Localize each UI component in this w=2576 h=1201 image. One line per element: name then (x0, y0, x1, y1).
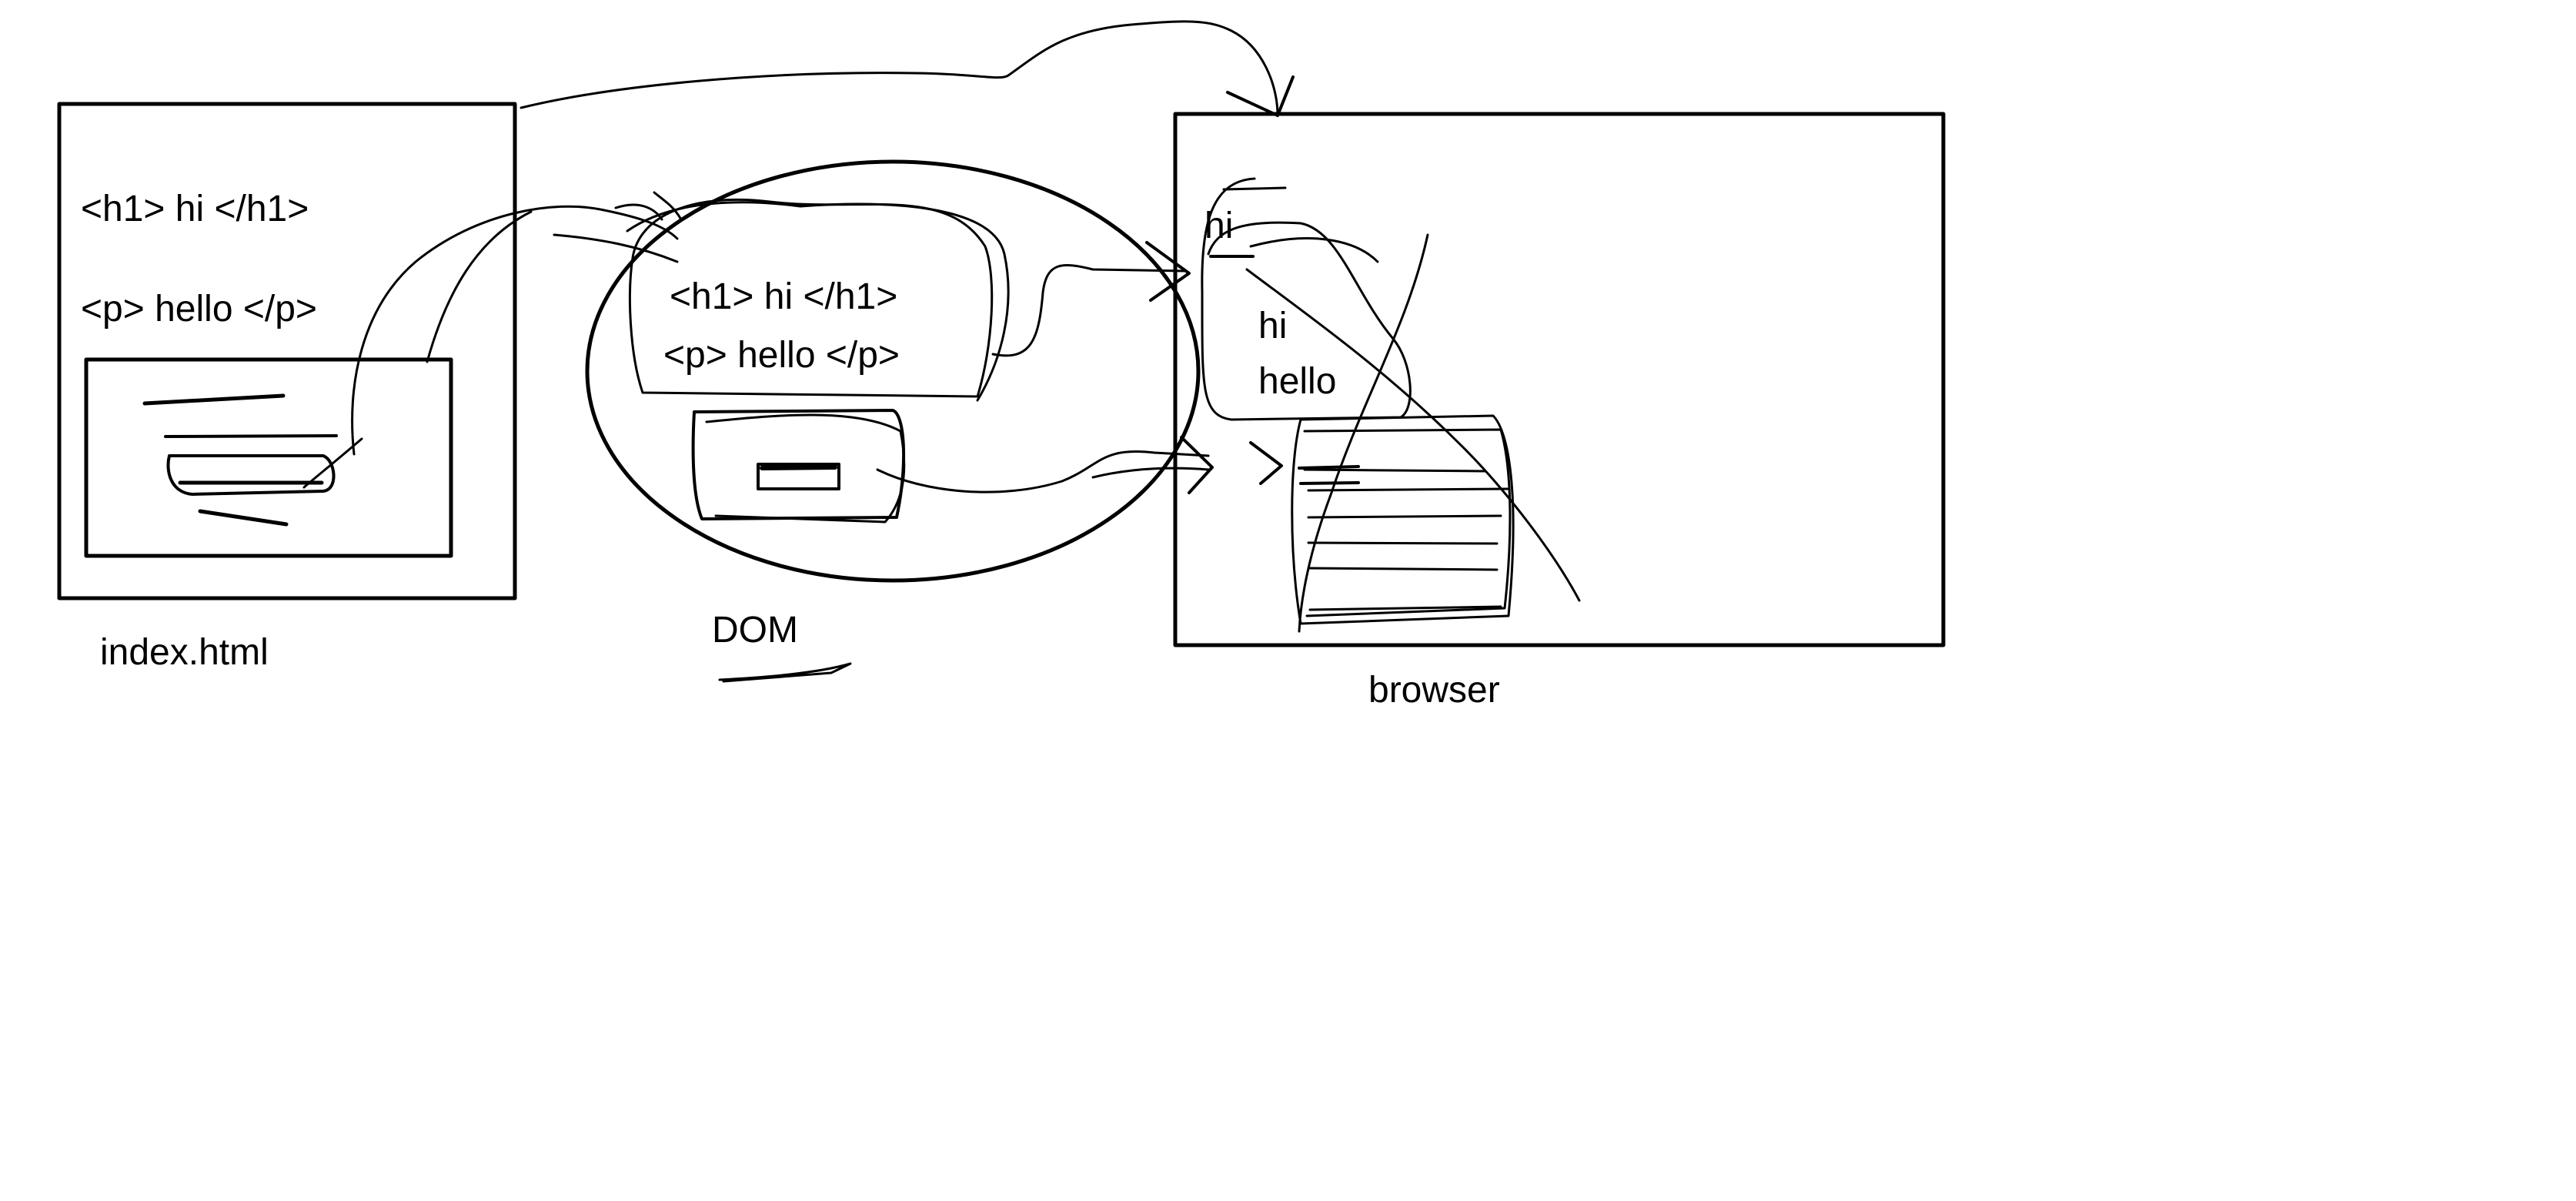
index-h1-code: <h1> hi </h1> (81, 189, 309, 229)
browser-rendered-paragraph: hello (1258, 361, 1337, 402)
arrow-dom-image-to-browser (876, 450, 1210, 493)
arrow-index-to-browser (520, 20, 1279, 117)
browser-rendered-heading: hi (1258, 306, 1288, 346)
dom-caption: DOM (712, 610, 798, 651)
index-html-caption: index.html (100, 632, 269, 673)
dom-h1-code: <h1> hi </h1> (670, 276, 898, 317)
browser-caption: browser (1368, 670, 1500, 711)
browser-window (1173, 112, 1946, 647)
rendered-text-scribble (1201, 177, 1412, 421)
arrow-image-to-dom (351, 205, 679, 456)
dom-p-code: <p> hello </p> (663, 335, 900, 376)
arrow-dom-text-to-browser (991, 264, 1187, 357)
dom-circle (585, 159, 1201, 583)
index-p-code: <p> hello </p> (81, 289, 317, 330)
browser-rendered-h1: hi (1204, 206, 1234, 246)
connector-arrows (302, 20, 1295, 683)
dom-text-region (629, 198, 994, 398)
embedded-image-block (84, 357, 453, 558)
rendered-image-scribble (1291, 414, 1515, 625)
dom-underline (718, 662, 852, 683)
index-html-box (57, 102, 517, 600)
dom-image-node (691, 409, 906, 524)
strike-through-lines (1245, 233, 1581, 633)
